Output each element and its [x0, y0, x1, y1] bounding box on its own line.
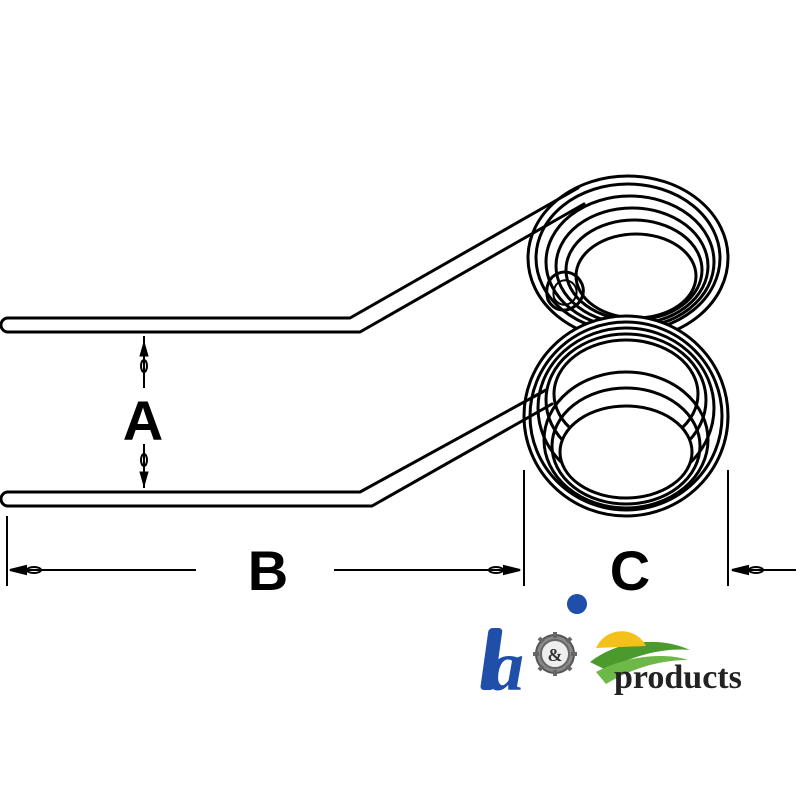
field-swoosh-icon [590, 641, 690, 670]
logo-ampersand: & [548, 645, 563, 665]
lower-coil [522, 314, 730, 518]
gear-icon: & [533, 632, 577, 676]
logo-wordmark: products [614, 659, 742, 696]
lower-tine-arm [0, 388, 554, 508]
dimension-label-a: A [123, 389, 163, 452]
dimension-b [9, 564, 521, 576]
spring-tine-drawing [0, 174, 730, 518]
extension-lines [6, 470, 729, 586]
dimension-label-c: C [610, 539, 650, 602]
sun-icon [596, 631, 646, 648]
dimension-a [139, 336, 149, 488]
dimension-c [731, 564, 796, 576]
brand-logo: a & products [480, 594, 742, 706]
upper-tine-arm [0, 186, 586, 334]
dimension-label-b: B [248, 539, 288, 602]
